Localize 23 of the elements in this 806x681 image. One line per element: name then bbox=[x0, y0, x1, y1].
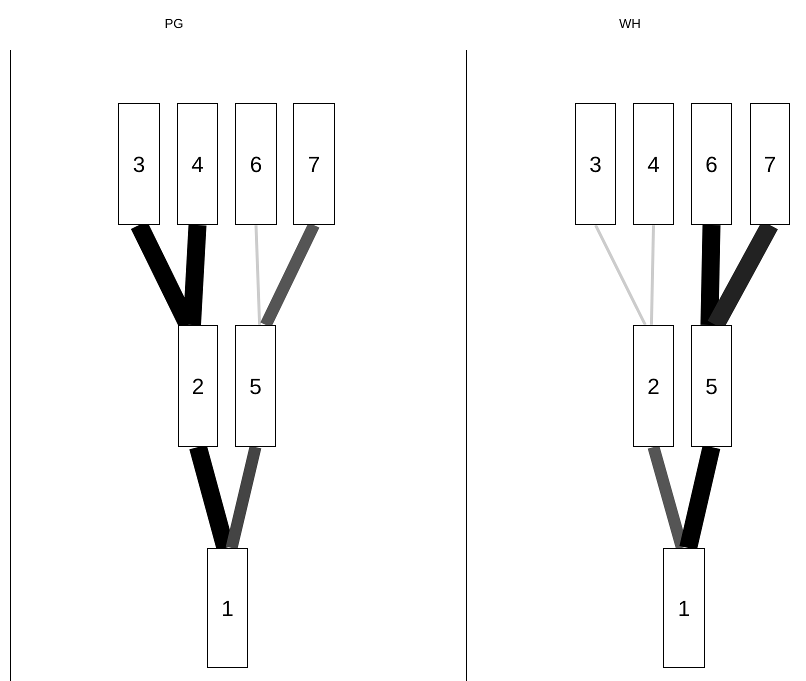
connector-line bbox=[679, 444, 720, 550]
numbered-box: 3 bbox=[575, 103, 616, 225]
panel-title: WH bbox=[619, 15, 641, 33]
connector-line bbox=[183, 224, 206, 326]
connector-line bbox=[700, 224, 720, 326]
numbered-box: 3 bbox=[118, 103, 160, 225]
numbered-box: 6 bbox=[235, 103, 277, 225]
numbered-box: 2 bbox=[178, 325, 218, 447]
numbered-box: 7 bbox=[750, 103, 790, 225]
numbered-box: 6 bbox=[691, 103, 732, 225]
numbered-box: 1 bbox=[663, 548, 705, 668]
connector-line bbox=[594, 224, 647, 326]
numbered-box: 5 bbox=[691, 325, 732, 447]
connector-line bbox=[226, 446, 262, 550]
numbered-box: 2 bbox=[633, 325, 674, 447]
numbered-box: 4 bbox=[177, 103, 218, 225]
connector-line bbox=[650, 224, 655, 326]
panel-title: PG bbox=[164, 15, 184, 33]
numbered-box: 4 bbox=[633, 103, 674, 225]
numbered-box: 7 bbox=[293, 103, 335, 225]
numbered-box: 5 bbox=[235, 325, 276, 447]
connector-line bbox=[254, 224, 262, 326]
numbered-box: 1 bbox=[207, 548, 248, 668]
